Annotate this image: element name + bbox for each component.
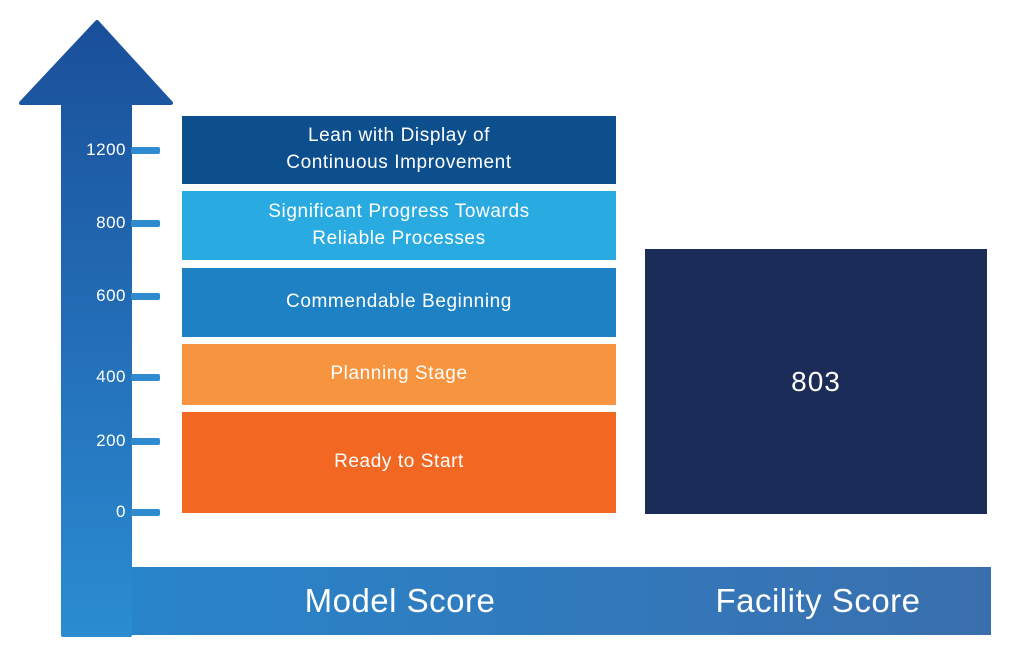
y-axis-arrow	[19, 20, 173, 637]
y-tick-label: 600	[96, 286, 126, 305]
x-label-facility-score: Facility Score	[715, 582, 921, 619]
y-tick-mark	[131, 220, 160, 227]
y-tick-label: 400	[96, 367, 126, 386]
y-tick-label: 200	[96, 431, 126, 450]
y-tick-label: 800	[96, 213, 126, 232]
model-band: Planning Stage	[182, 344, 616, 405]
model-band: Significant Progress Towards Reliable Pr…	[182, 191, 616, 260]
y-tick-mark	[131, 509, 160, 516]
x-axis-bar	[63, 567, 991, 635]
y-tick-mark	[131, 147, 160, 154]
model-band: Ready to Start	[182, 412, 616, 513]
facility-score-value: 803	[791, 365, 841, 397]
y-tick-mark	[131, 374, 160, 381]
y-tick-mark	[131, 293, 160, 300]
y-tick-label: 0	[116, 502, 126, 521]
y-tick-label: 1200	[86, 140, 126, 159]
x-label-model-score: Model Score	[304, 582, 496, 619]
facility-score-bar: 803	[645, 249, 987, 514]
y-tick-mark	[131, 438, 160, 445]
model-band: Lean with Display of Continuous Improvem…	[182, 116, 616, 184]
model-band: Commendable Beginning	[182, 268, 616, 337]
